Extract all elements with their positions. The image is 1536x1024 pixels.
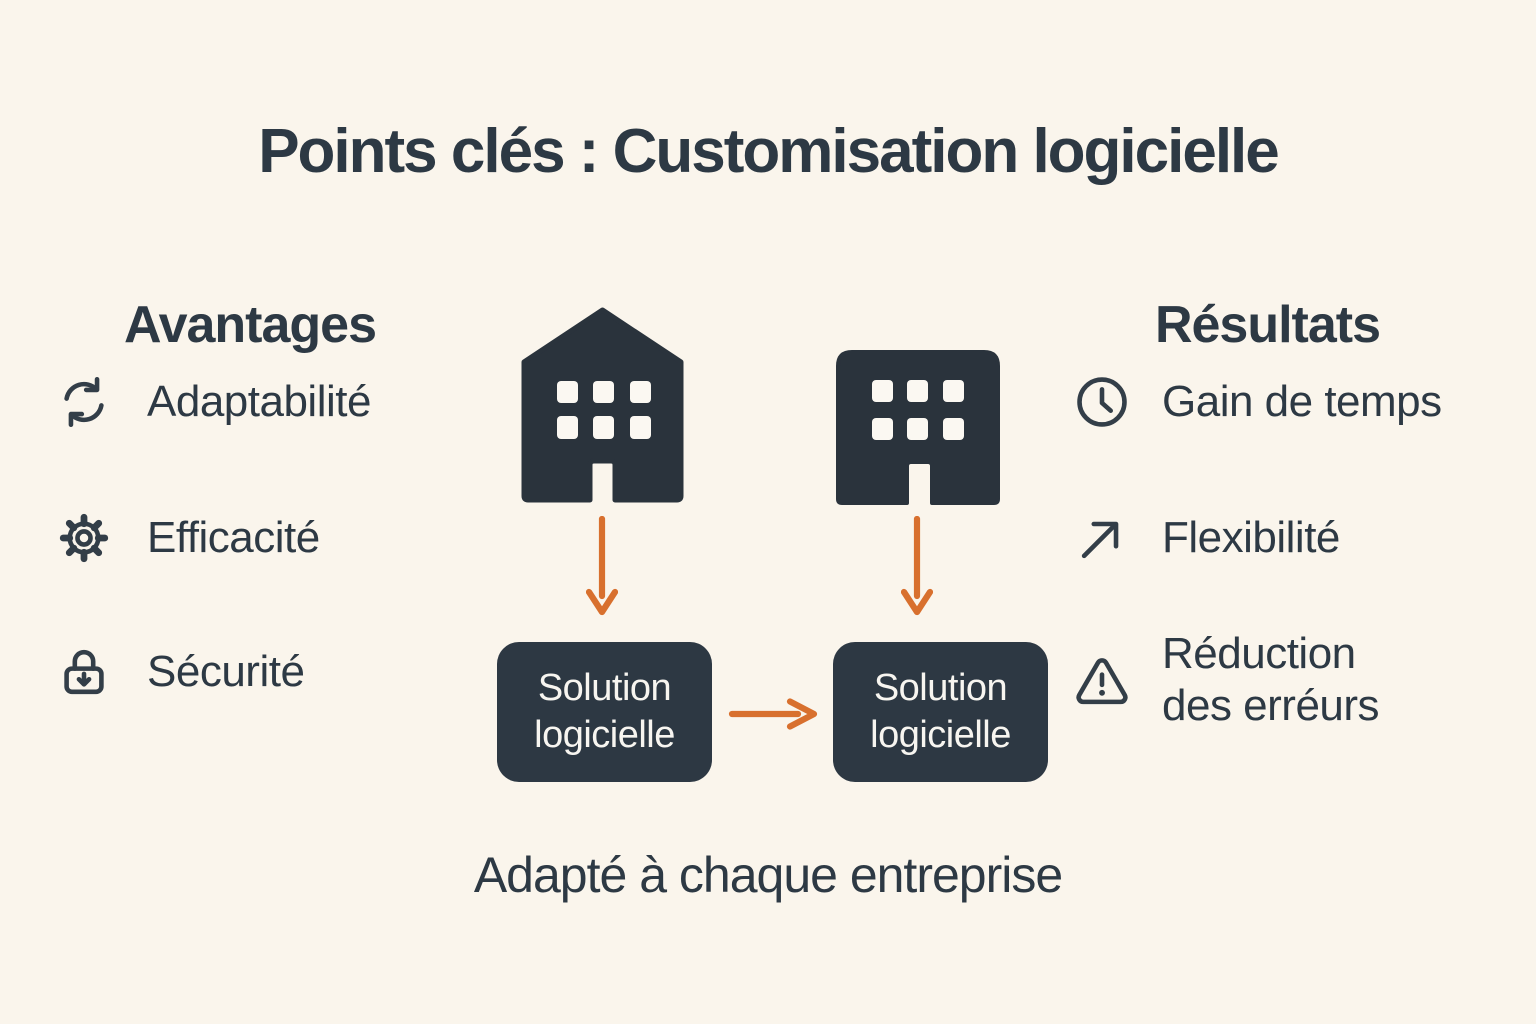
item-label: Gain de temps: [1162, 377, 1442, 427]
trend-up-icon: [1073, 509, 1131, 567]
list-item-securite: Sécurité: [55, 643, 305, 701]
list-item-reduction-erreurs: Réduction des erréurs: [1073, 628, 1432, 732]
solution-box-label: Solution logicielle: [534, 666, 675, 756]
arrow-right-icon: [728, 698, 820, 730]
item-label: Efficacité: [147, 513, 320, 563]
item-label: Sécurité: [147, 647, 305, 697]
list-item-efficacite: Efficacité: [55, 509, 320, 567]
office-building-icon: [835, 350, 1001, 506]
solution-box-label: Solution logicielle: [870, 666, 1011, 756]
page-title: Points clés : Customisation logicielle: [258, 116, 1280, 186]
house-icon: [520, 305, 685, 505]
results-heading: Résultats: [1154, 296, 1381, 355]
solution-box-right: Solution logicielle: [833, 642, 1048, 782]
arrow-down-right-icon: [901, 516, 933, 620]
list-item-flexibilite: Flexibilité: [1073, 509, 1340, 567]
repeat-icon: [55, 373, 113, 431]
solution-box-left: Solution logicielle: [497, 642, 712, 782]
list-item-gain-de-temps: Gain de temps: [1073, 373, 1442, 431]
item-label: Adaptabilité: [147, 377, 371, 427]
advantages-heading: Avantages: [123, 296, 377, 355]
lock-icon: [55, 643, 113, 701]
clock-icon: [1073, 373, 1131, 431]
warning-icon: [1073, 651, 1131, 709]
arrow-down-left-icon: [586, 516, 618, 620]
gear-icon: [55, 509, 113, 567]
caption: Adapté à chaque entreprise: [473, 847, 1063, 903]
item-label: Réduction des erréurs: [1162, 629, 1380, 730]
item-label: Flexibilité: [1162, 513, 1340, 563]
list-item-adaptabilite: Adaptabilité: [55, 373, 371, 431]
